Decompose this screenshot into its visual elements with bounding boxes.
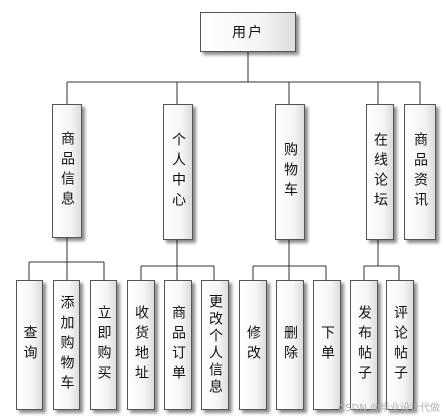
node-modify-label: 修改 [245, 325, 261, 365]
node-query: 查询 [16, 280, 43, 410]
node-delete-label: 删除 [282, 325, 298, 365]
node-address: 收货地址 [127, 280, 155, 410]
node-cart-label: 购物车 [282, 142, 298, 202]
watermark: CSDN @毕业设计代做 [338, 403, 440, 414]
node-add-to-cart-label: 添加购物车 [58, 295, 75, 395]
node-user: 用户 [200, 12, 296, 52]
node-place-order-label: 下单 [319, 325, 335, 365]
node-orders: 商品订单 [164, 280, 192, 410]
node-modify: 修改 [239, 280, 267, 410]
node-buy-now-label: 立即购买 [95, 305, 112, 385]
node-news: 商品资讯 [404, 104, 436, 240]
node-user-label: 用户 [232, 25, 264, 41]
node-cart: 购物车 [275, 104, 305, 240]
node-edit-profile: 更改个人信息 [201, 280, 229, 410]
node-forum: 在线论坛 [366, 104, 394, 240]
node-comment-label: 评论帖子 [392, 305, 408, 385]
node-forum-label: 在线论坛 [372, 132, 388, 212]
node-address-label: 收货地址 [133, 305, 149, 385]
node-add-to-cart: 添加购物车 [53, 280, 80, 410]
node-news-label: 商品资讯 [412, 132, 428, 212]
node-query-label: 查询 [21, 325, 38, 365]
node-orders-label: 商品订单 [170, 305, 186, 385]
node-personal-center: 个人中心 [163, 104, 193, 240]
node-delete: 删除 [276, 280, 304, 410]
node-place-order: 下单 [313, 280, 341, 410]
node-goods-info: 商品信息 [52, 104, 82, 238]
node-personal-center-label: 个人中心 [170, 132, 186, 212]
node-edit-profile-label: 更改个人信息 [207, 294, 223, 396]
node-post-label: 发布帖子 [356, 305, 372, 385]
node-goods-info-label: 商品信息 [59, 131, 75, 211]
node-buy-now: 立即购买 [90, 280, 117, 410]
node-post: 发布帖子 [350, 280, 378, 410]
node-comment: 评论帖子 [386, 280, 414, 410]
